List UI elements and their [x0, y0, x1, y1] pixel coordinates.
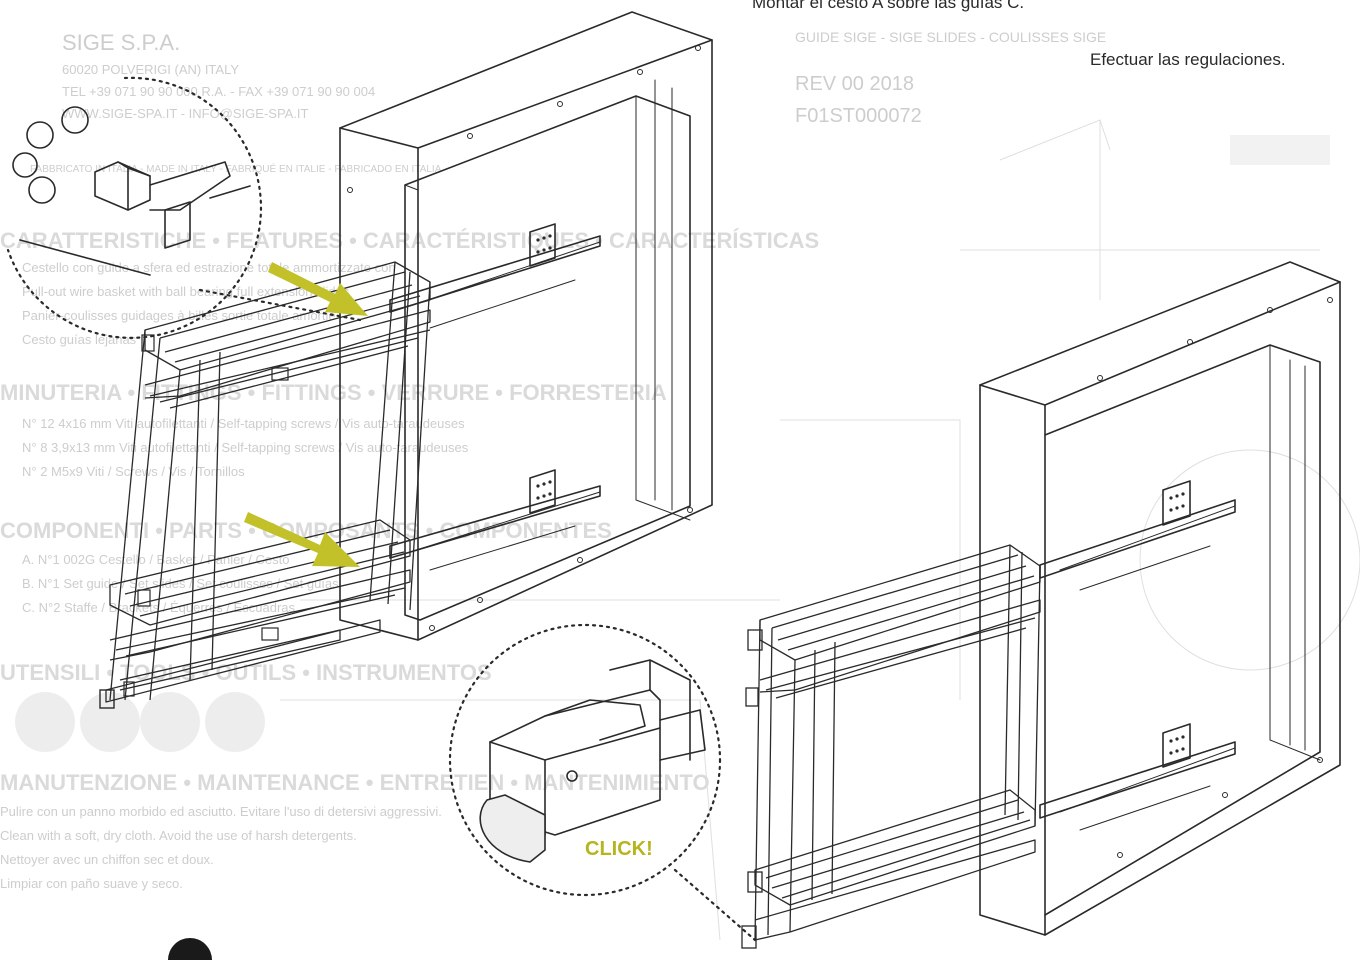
- instruction-mount-basket: Montar el cesto A sobre las guías C.: [752, 0, 1024, 12]
- ghost-drawing: [1230, 135, 1330, 165]
- ghost-parts-line: B. N°1 Set guide / Set slides / Set coul…: [22, 576, 339, 591]
- ghost-features-line: Cesto guías lejanas: [22, 332, 137, 347]
- slide-rail: [1039, 499, 1236, 831]
- arrow-indicator-top: [268, 262, 368, 316]
- slide-bracket: [529, 223, 556, 267]
- cabinet-left: [339, 11, 713, 641]
- instruction-adjust: Efectuar las regulaciones.: [1090, 50, 1286, 69]
- ghost-background: SIGE S.P.A. 60020 POLVERIGI (AN) ITALY T…: [0, 29, 1360, 941]
- slide-bracket: [529, 469, 556, 514]
- arrow-indicator-bottom: [244, 512, 360, 567]
- slide-bracket: [1162, 723, 1191, 768]
- ghost-maintenance-line: Clean with a soft, dry cloth. Avoid the …: [0, 828, 357, 843]
- ghost-section-features: CARATTERISTICHE • FEATURES • CARACTÉRIST…: [0, 228, 819, 253]
- ghost-tool-icon: [140, 692, 200, 752]
- ghost-web: WWW.SIGE-SPA.IT - INFO@SIGE-SPA.IT: [62, 106, 309, 121]
- ghost-phone: TEL +39 071 90 90 000 R.A. - FAX +39 071…: [62, 84, 375, 99]
- ghost-code-line: GUIDE SIGE - SIGE SLIDES - COULISSES SIG…: [795, 29, 1106, 45]
- detail-callout-click: CLICK!: [448, 623, 757, 942]
- ghost-drawing: [1139, 449, 1360, 671]
- wire-basket-right: [741, 544, 1041, 949]
- ghost-fittings-line: N° 2 M5x9 Viti / Screws / Vis / Tornillo…: [22, 464, 245, 479]
- ghost-maintenance-line: Pulire con un panno morbido ed asciutto.…: [0, 804, 442, 819]
- ghost-rev: REV 00 2018: [795, 73, 914, 95]
- wire-basket-left: [99, 261, 431, 709]
- ghost-fittings-line: N° 8 3,9x13 mm Viti autofilettanti / Sel…: [22, 440, 469, 455]
- click-label: CLICK!: [585, 838, 653, 860]
- ghost-doc-code: F01ST000072: [795, 105, 922, 127]
- slide-rail: [389, 235, 601, 571]
- ghost-parts-line: A. N°1 002G Cestello / Basket / Panier /…: [22, 552, 290, 567]
- ghost-tool-icon: [205, 692, 265, 752]
- ghost-section-maintenance: MANUTENZIONE • MAINTENANCE • ENTRETIEN •…: [0, 770, 710, 795]
- ghost-fittings-line: N° 12 4x16 mm Viti autofilettanti / Self…: [22, 416, 465, 431]
- ghost-address: 60020 POLVERIGI (AN) ITALY: [62, 62, 239, 77]
- ghost-tool-icon: [15, 692, 75, 752]
- ghost-features-line: Pull-out wire basket with ball bearing f…: [22, 284, 350, 299]
- cabinet-right: [979, 261, 1341, 936]
- detail-callout-top: [6, 76, 362, 339]
- ghost-tool-icon: [80, 692, 140, 752]
- ghost-maintenance-line: Limpiar con paño suave y seco.: [0, 876, 183, 891]
- ghost-maintenance-line: Nettoyer avec un chiffon sec et doux.: [0, 852, 214, 867]
- ghost-made-in: FABBRICATO IN ITALIA - MADE IN ITALY - F…: [30, 162, 442, 175]
- ghost-features-line: Cestello con guide a sfera ed estrazione…: [22, 260, 396, 275]
- ghost-drawing: [280, 119, 1320, 941]
- page-marker-tab: [168, 938, 212, 960]
- slide-bracket: [1162, 480, 1191, 526]
- ghost-section-tools: UTENSILI • TOOLS • OUTILS • INSTRUMENTOS: [0, 660, 492, 685]
- ghost-section-fittings: MINUTERIA • FITTINGS • FITTINGS • VERRUR…: [0, 380, 667, 405]
- ghost-company: SIGE S.P.A.: [62, 30, 180, 55]
